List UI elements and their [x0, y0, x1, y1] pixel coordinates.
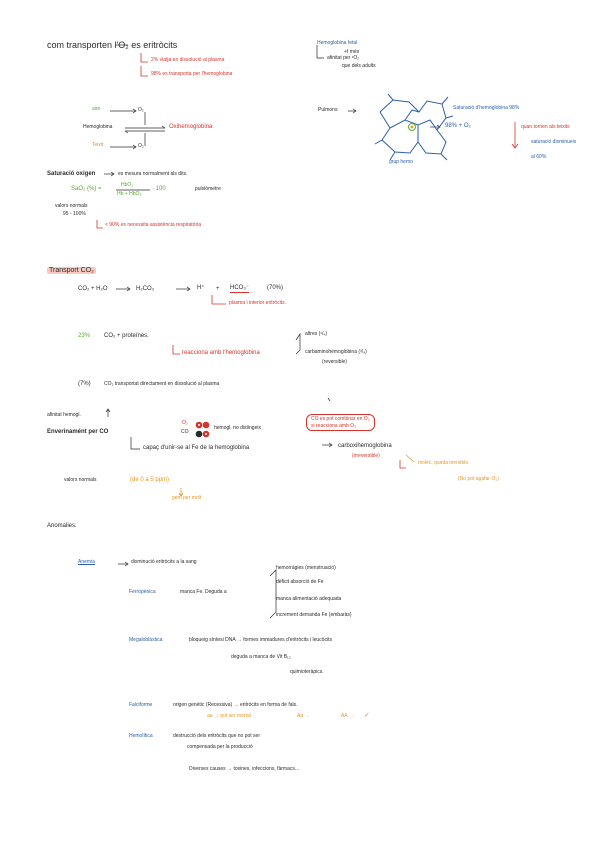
oxihemoglobina-label: Oxihemoglobina: [169, 124, 213, 130]
fumadors-label: gent per molt: [172, 495, 202, 501]
reacciona-hemoglobina: reacciona amb l'hemoglobina: [182, 350, 260, 356]
carbamino-label: carbaminohemoglobina (³/₄): [305, 349, 367, 355]
pct-23: 23%: [78, 333, 91, 339]
hemolitica-desc: destrucció dels eritròcits que no pot se…: [173, 733, 260, 739]
hemolitica-label: Hemolítica: [129, 733, 153, 739]
anemia-desc: disminució eritròcits a la sang: [131, 559, 197, 565]
sat-formula-num: HbO₂: [121, 182, 134, 188]
co2-eq-pct: (70%): [267, 285, 284, 291]
al-60: al 60%: [531, 154, 547, 160]
grup-hemo-label: grup hemo: [389, 159, 413, 165]
reversible-label: (reversible): [322, 359, 348, 365]
valors-normals-title: valors normals: [55, 203, 88, 209]
fetal-sub: +f més: [344, 49, 360, 55]
megaloblastica-label: Megaloblàstica: [129, 637, 163, 643]
carboxihemoglobina: carboxihemoglobina: [338, 443, 392, 449]
quan-tornen: quan tornen als teixits: [521, 124, 570, 130]
heme-diagram: [374, 93, 454, 161]
deguda-vit-b12: deguda a manca de Vit B₁₂: [231, 654, 291, 660]
co2-eq-h: H⁺: [197, 285, 205, 291]
pct-7: (7%): [78, 381, 91, 387]
quimioterapics: quimioteràpics.: [290, 669, 324, 675]
hemoglobina-label: Hemoglobina: [83, 124, 113, 130]
anemia-label: Anemia: [78, 559, 95, 565]
falciforme-Aa: Aa →: [297, 713, 310, 719]
co2-eq-plus: +: [216, 286, 220, 292]
saturacio-title: Saturació d'hemoglobina 98%: [453, 105, 520, 111]
ferropenica-desc: manca Fe. Deguda a: [180, 589, 227, 595]
sat-formula-lhs: SaO₂ (%) =: [71, 186, 102, 192]
saturacio-value: 98% + O₂: [445, 123, 471, 129]
falciforme-label: Falciforme: [129, 702, 153, 708]
falciforme-AA: AA →: [341, 713, 354, 719]
sat-title: Saturació oxigen: [47, 171, 96, 177]
megaloblastica-desc: bloqueig síntesi DNA → formes immadures …: [189, 637, 332, 643]
co2-dissolucio: CO₂ transportat directament en dissoluci…: [104, 381, 220, 387]
anomalies-title: Anomalies.: [47, 523, 77, 529]
falciforme-aa: aa → pot ser mortal: [207, 713, 251, 719]
o2-line-98pct: 98% es transporta per l'hemoglobina: [151, 71, 233, 77]
o2-line-2pct: 2% viatja en dissolució al plasma: [151, 57, 225, 63]
sat-formula-rest: · 100: [152, 186, 166, 192]
fetal-afinitat: afinitat per ¹O₂: [327, 55, 360, 61]
irreversible: (irreversible): [352, 453, 380, 459]
valors-low: < 90% es necessita assistència respiratò…: [105, 222, 202, 228]
o2-out-label: O₂: [138, 143, 144, 149]
manca-alimentacio: manca alimentació adequada: [276, 596, 342, 602]
afinitat-hemogl: afinitat hemogl.: [47, 412, 81, 418]
teixit-label: Teixit: [92, 142, 104, 148]
co2-title: Transport CO₂: [47, 267, 96, 274]
falciforme-desc: origen genètic (Recessiva) → eritròcits …: [173, 702, 298, 708]
co-valors-normals: valors normals: [64, 477, 97, 483]
aire-label: aire: [92, 106, 101, 112]
sat-title-rest: es mesura normalment als dits.: [118, 171, 188, 177]
plasma-interior: plasma i interior eritròcits.: [229, 300, 286, 306]
o2-title: com transporten l'O₂ es eritròcits: [47, 40, 178, 50]
deficit-absorcio: dèficit absorció de Fe: [276, 579, 324, 585]
co-valors-range: (de 0 a 5 ppm): [130, 477, 170, 483]
saturacio-disminueix: saturació disminueix: [531, 139, 577, 145]
capac-unir: capaç d'unir-se al Fe de la hemoglobina: [143, 445, 250, 451]
co-o2-label: O₂: [182, 420, 188, 426]
pulsometre-label: pulsiòmetre: [195, 186, 221, 192]
no-distingeix: hemogl. no distingeix: [214, 425, 261, 431]
co2-eq-lhs: CO₂ + H₂O: [78, 286, 108, 292]
molec-inervible: molèc. queda inervible.: [418, 460, 470, 466]
increment-demanda: increment demanda Fe (embaràs): [276, 612, 352, 618]
o2-heme-circle-1: [195, 421, 203, 429]
sat-formula-den: Hb + HbO₂: [117, 191, 142, 197]
ferropenica-label: Ferropènica: [129, 589, 156, 595]
red-arrow-98pct: [140, 66, 148, 77]
hemorragies: hemorràgies (menstruació): [276, 565, 336, 571]
no-agafar-o2: (No pot agafar O₂): [458, 476, 499, 482]
red-arrow-2pct: [140, 53, 148, 63]
co-co-label: CO: [181, 429, 189, 435]
co2-proteines: CO₂ + proteïnes.: [104, 333, 149, 339]
enverinament-co: Enverinamént per CO: [47, 429, 109, 435]
check-icon: ✓: [364, 712, 370, 719]
hemolitica-compensada: compensada per la producció: [187, 744, 253, 750]
pulmons-label: Pulmons: [318, 107, 338, 113]
co2-eq-mid: H₂CO₃: [136, 286, 155, 292]
fetal-adults: que dels adults: [342, 63, 376, 69]
o2-in-label: O₂: [138, 107, 144, 113]
fetal-title: Hemoglobina fetal: [317, 40, 358, 46]
valors-normals-range: 95 - 100%: [63, 211, 86, 217]
co2-eq-hco3: HCO₃⁻: [230, 285, 249, 293]
altres-label: altres (¹/₄): [305, 331, 328, 337]
diverses-causes: Diverses causes → toxines, infeccions, f…: [189, 766, 300, 772]
